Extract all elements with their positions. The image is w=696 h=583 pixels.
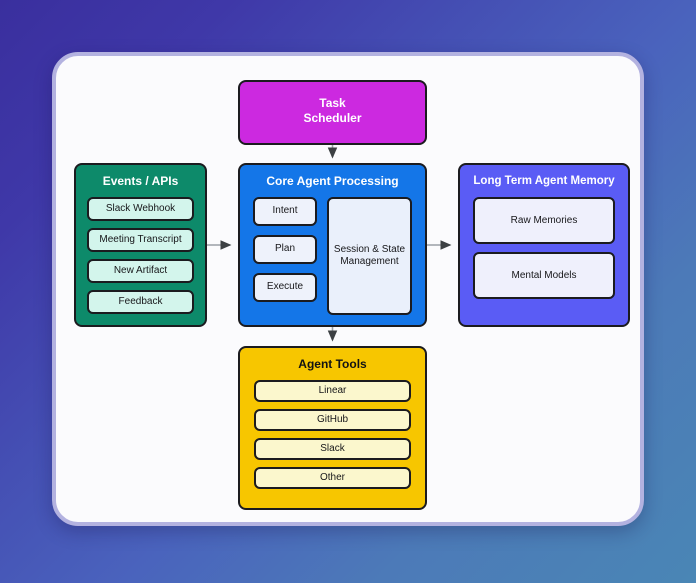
agent-tools-item-list: Linear GitHub Slack Other <box>240 372 425 489</box>
diagram-connectors <box>207 145 452 342</box>
node-agent-tools[interactable]: Agent Tools Linear GitHub Slack Other <box>238 346 427 510</box>
events-apis-item-list: Slack Webhook Meeting Transcript New Art… <box>76 189 205 314</box>
node-core-agent-processing[interactable]: Core Agent Processing Intent Plan Execut… <box>238 163 427 327</box>
session-state-management-panel[interactable]: Session & State Management <box>327 197 412 315</box>
list-item[interactable]: Raw Memories <box>473 197 615 245</box>
node-long-term-agent-memory-title: Long Term Agent Memory <box>473 175 615 187</box>
long-term-memory-item-list: Raw Memories Mental Models <box>460 188 628 300</box>
list-item[interactable]: New Artifact <box>87 259 194 283</box>
session-state-line1: Session & State <box>333 243 406 255</box>
list-item[interactable]: Intent <box>253 197 317 226</box>
node-task-scheduler[interactable]: Task Scheduler <box>238 80 427 145</box>
list-item[interactable]: Execute <box>253 273 317 302</box>
architecture-diagram: Task Scheduler Events / APIs Slack Webho… <box>56 56 640 522</box>
core-agent-panel-wrap: Session & State Management <box>327 197 412 315</box>
list-item[interactable]: Other <box>254 467 411 489</box>
node-agent-tools-title: Agent Tools <box>298 357 367 371</box>
node-events-apis[interactable]: Events / APIs Slack Webhook Meeting Tran… <box>74 163 207 327</box>
list-item[interactable]: Meeting Transcript <box>87 228 194 252</box>
list-item[interactable]: Plan <box>253 235 317 264</box>
list-item[interactable]: Slack <box>254 438 411 460</box>
core-agent-stage-list: Intent Plan Execute <box>253 197 317 315</box>
node-task-scheduler-title: Task Scheduler <box>240 82 425 126</box>
core-agent-body: Intent Plan Execute Session & State Mana… <box>240 189 425 315</box>
list-item[interactable]: Slack Webhook <box>87 197 194 221</box>
node-events-apis-title: Events / APIs <box>102 174 179 188</box>
session-state-line2: Management <box>340 256 399 267</box>
task-scheduler-title-line2: Scheduler <box>303 111 362 125</box>
task-scheduler-title-line1: Task <box>319 96 346 110</box>
list-item[interactable]: Mental Models <box>473 252 615 300</box>
diagram-card: Task Scheduler Events / APIs Slack Webho… <box>52 52 644 526</box>
list-item[interactable]: GitHub <box>254 409 411 431</box>
node-core-agent-processing-title: Core Agent Processing <box>266 174 399 188</box>
list-item[interactable]: Linear <box>254 380 411 402</box>
node-long-term-agent-memory[interactable]: Long Term Agent Memory Raw Memories Ment… <box>458 163 630 327</box>
list-item[interactable]: Feedback <box>87 290 194 314</box>
